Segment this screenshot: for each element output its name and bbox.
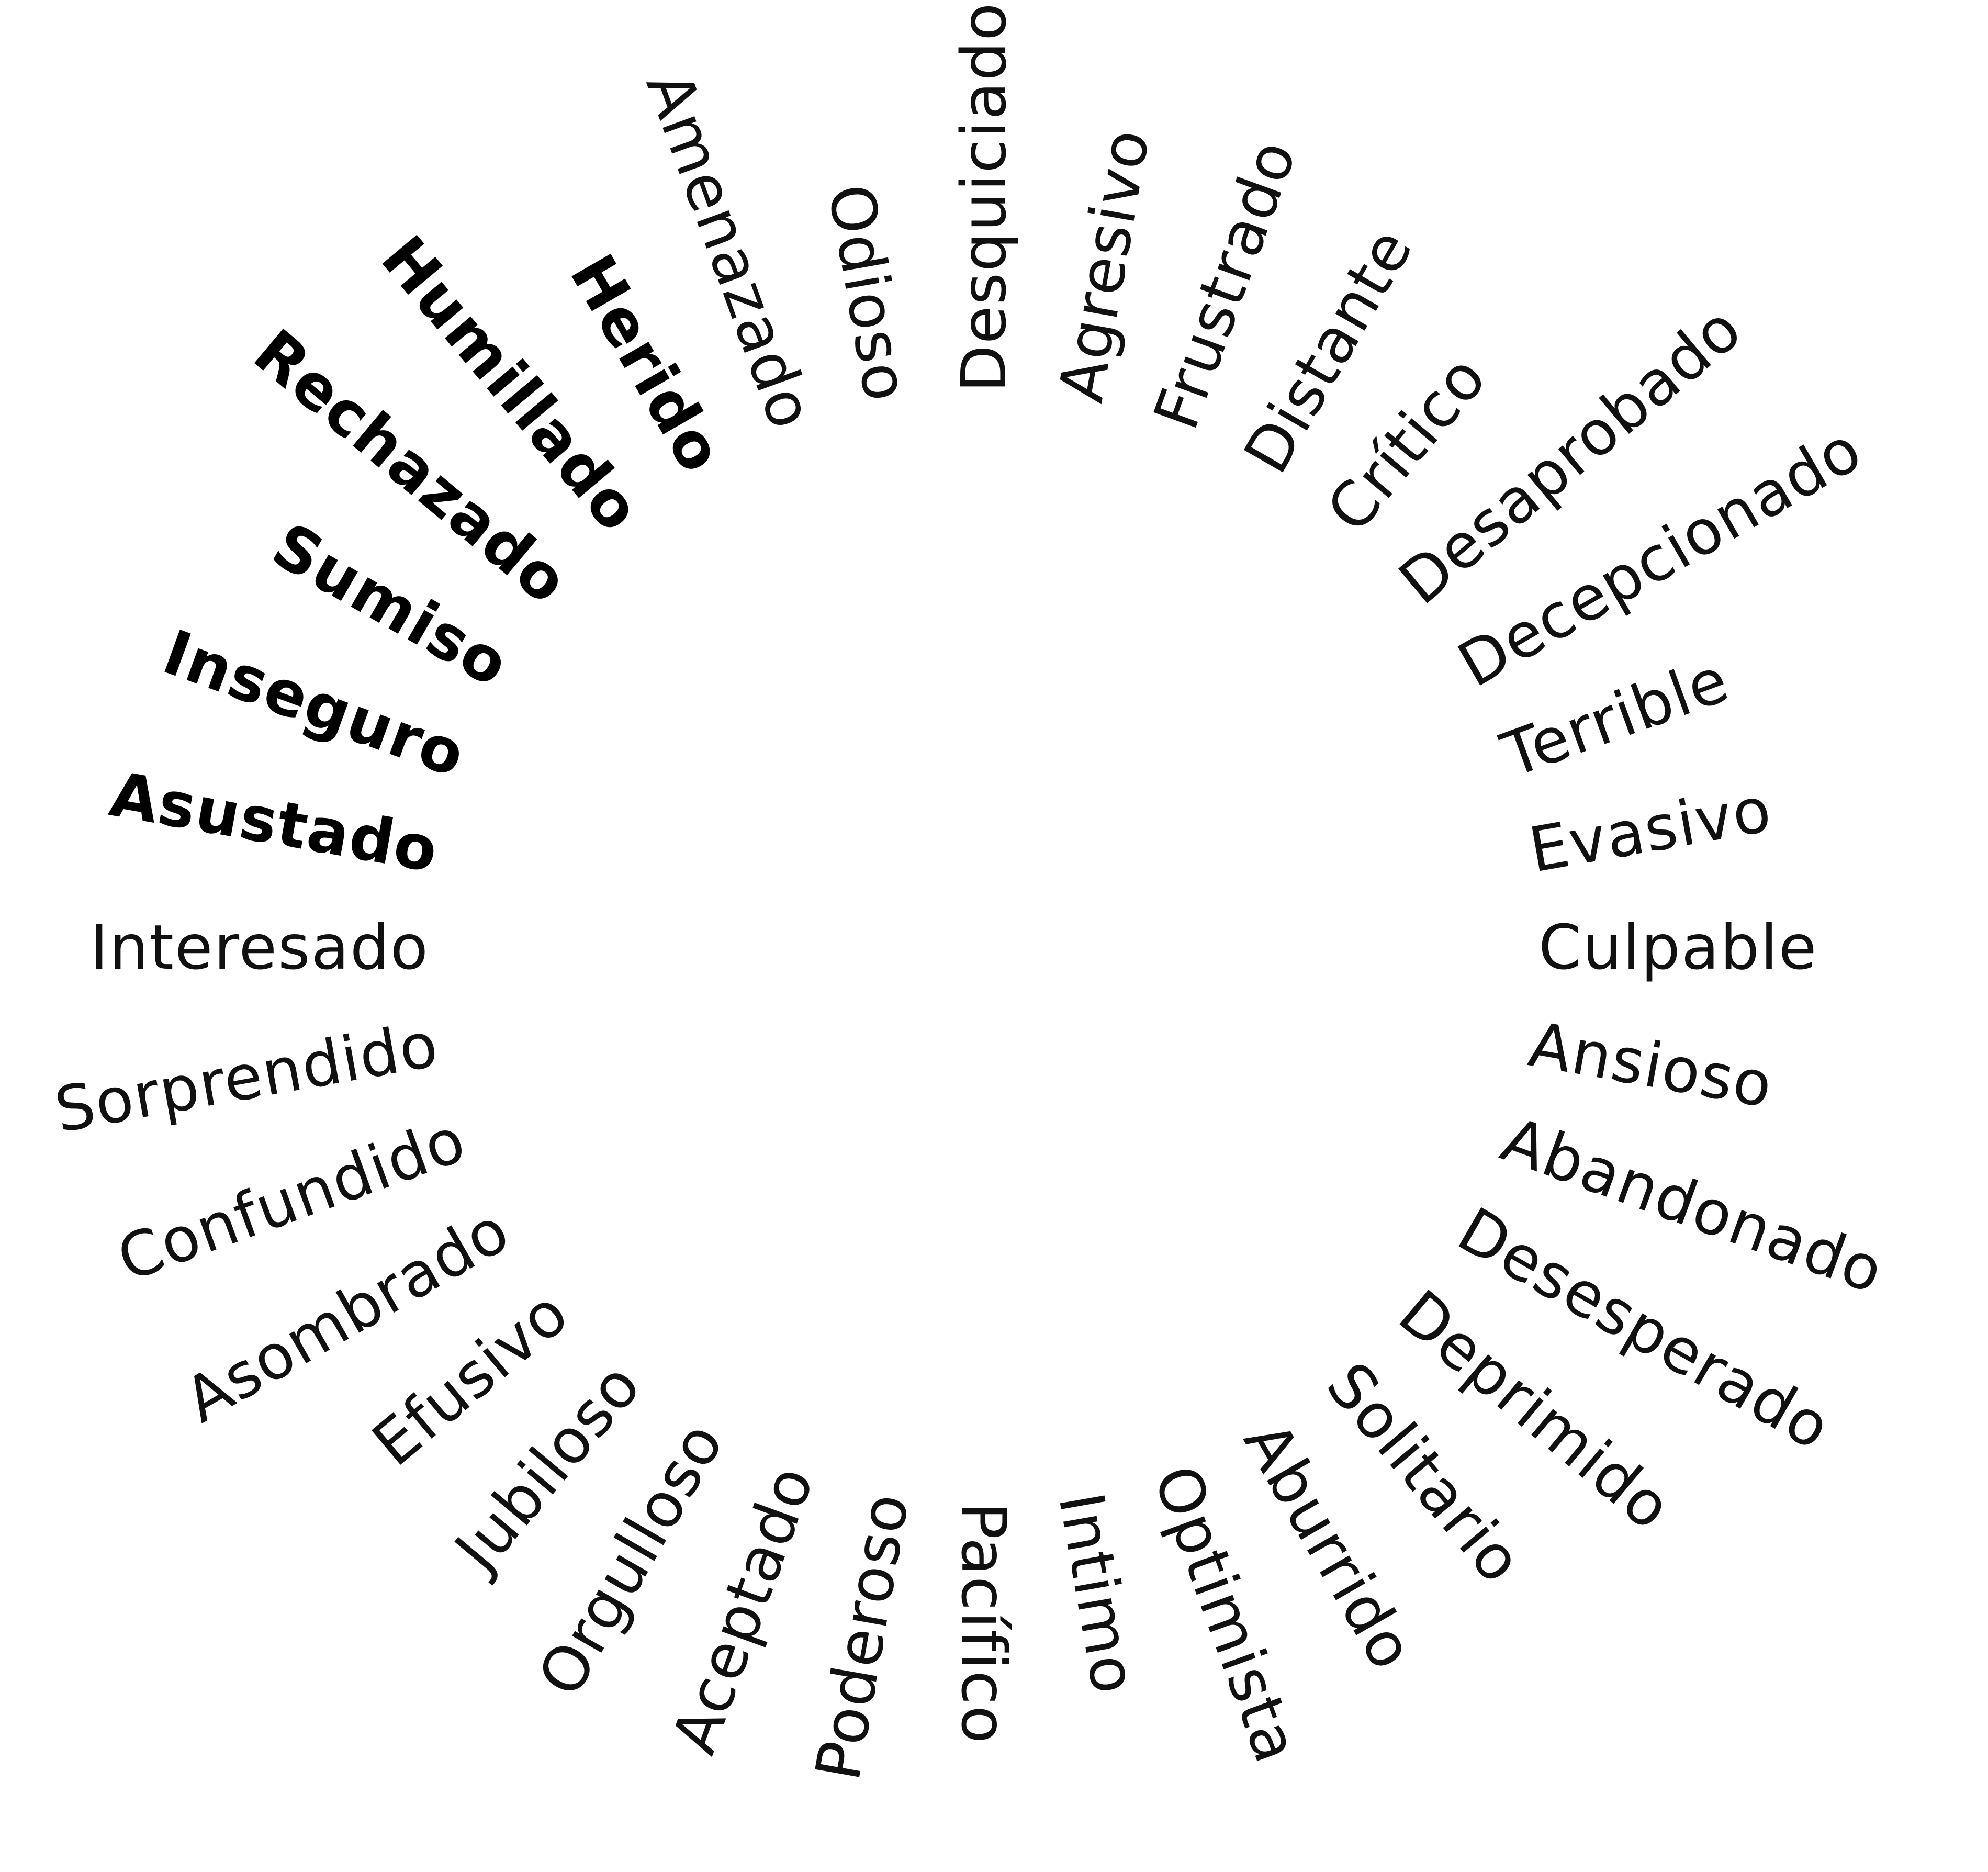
- emotion-word: Ansioso: [1523, 1008, 1779, 1122]
- emotion-word: Intimo: [1044, 1487, 1151, 1700]
- emotion-word: Odioso: [814, 179, 923, 408]
- emotion-word: Agresivo: [1044, 123, 1164, 408]
- emotion-word: Poderoso: [801, 1487, 923, 1786]
- emotion-word: Pacífico: [948, 1502, 1020, 1745]
- emotion-word: Desquiciado: [948, 2, 1020, 393]
- emotion-word: Interesado: [90, 911, 429, 983]
- emotion-word: Sorprendido: [49, 1008, 444, 1147]
- emotion-word: Asustado: [105, 757, 444, 887]
- emotion-word: Culpable: [1538, 911, 1818, 983]
- emotion-word: Evasivo: [1523, 772, 1777, 887]
